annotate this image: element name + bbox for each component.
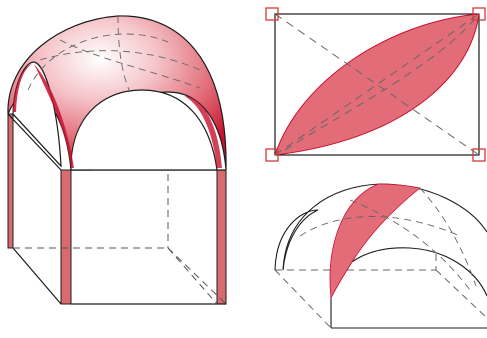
arch-shade-front (34, 64, 74, 168)
section-vault-figure (274, 183, 487, 329)
plan-handles[interactable] (265, 7, 486, 162)
pillar-front-right (216, 169, 227, 305)
section-ground (330, 296, 487, 329)
dome-dashes (27, 15, 201, 93)
plan-diagonals (274, 13, 480, 156)
section-hidden (274, 254, 487, 329)
plan-view-figure (265, 7, 486, 162)
handle-top-left[interactable] (265, 7, 279, 21)
section-arch-left (274, 209, 319, 271)
handle-bottom-left[interactable] (265, 148, 279, 162)
pillar-left (7, 113, 14, 249)
handle-top-right[interactable] (472, 7, 486, 21)
pillar-front-left (60, 169, 72, 305)
arch-shade-left (13, 64, 32, 112)
iso-vault-figure (7, 15, 227, 305)
section-dashes (299, 187, 477, 291)
front-arch-opening (70, 89, 218, 171)
arch-shade-right (184, 96, 222, 168)
plan-frame (274, 13, 480, 156)
section-web (329, 183, 421, 300)
handle-bottom-right[interactable] (472, 148, 486, 162)
